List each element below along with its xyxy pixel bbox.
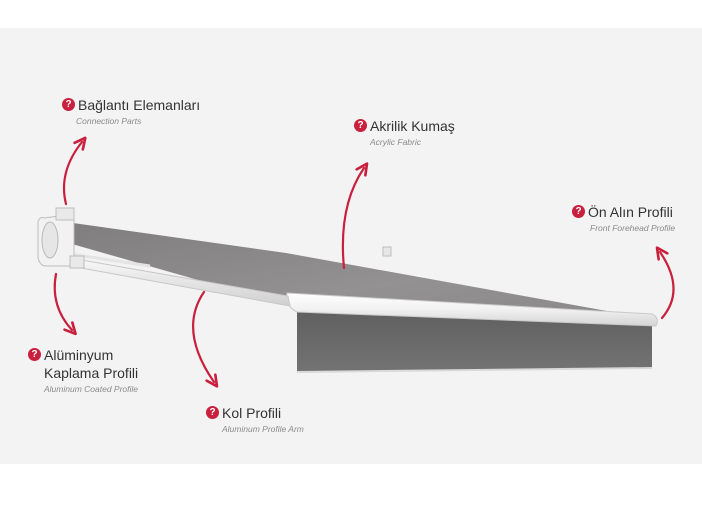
label-title: Akrilik Kumaş xyxy=(370,118,455,134)
fabric-arrow xyxy=(341,162,369,270)
question-icon: ? xyxy=(28,348,41,361)
label-subtitle: Connection Parts xyxy=(76,116,142,126)
question-icon: ? xyxy=(354,119,367,132)
label-subtitle: Aluminum Profile Arm xyxy=(222,424,304,434)
question-icon: ? xyxy=(572,205,585,218)
front-arrow xyxy=(655,246,675,320)
arm-arrow xyxy=(192,290,219,388)
label-front-forehead-profile: ? Ön Alın Profili Front Forehead Profile xyxy=(572,203,675,234)
question-icon: ? xyxy=(206,406,219,419)
valance-bottom-edge xyxy=(296,367,653,373)
fabric-bracket-pin xyxy=(382,246,392,257)
label-connection-parts: ? Bağlantı Elemanları Connection Parts xyxy=(62,96,200,127)
coated-arrow xyxy=(53,272,77,336)
question-icon: ? xyxy=(62,98,75,111)
roller-cap xyxy=(41,221,59,259)
label-subtitle: Aluminum Coated Profile xyxy=(44,384,139,394)
valance xyxy=(297,312,652,372)
label-subtitle: Front Forehead Profile xyxy=(590,223,676,233)
label-arm-profile: ? Kol Profili Aluminum Profile Arm xyxy=(206,404,304,435)
label-title: Ön Alın Profili xyxy=(588,204,673,220)
label-title: Bağlantı Elemanları xyxy=(78,97,201,113)
label-title: Alüminyum Kaplama Profili xyxy=(44,347,139,381)
connection-arrow xyxy=(62,136,87,206)
acrylic-fabric xyxy=(66,222,646,318)
label-acrylic-fabric: ? Akrilik Kumaş Acrylic Fabric xyxy=(354,117,455,148)
top-bracket-clip xyxy=(55,207,75,221)
label-aluminum-coated-profile: ? Alüminyum Kaplama Profili Aluminum Coa… xyxy=(28,346,138,395)
bottom-bracket-clip xyxy=(69,255,85,269)
label-title: Kol Profili xyxy=(222,405,282,421)
label-subtitle: Acrylic Fabric xyxy=(370,137,422,147)
